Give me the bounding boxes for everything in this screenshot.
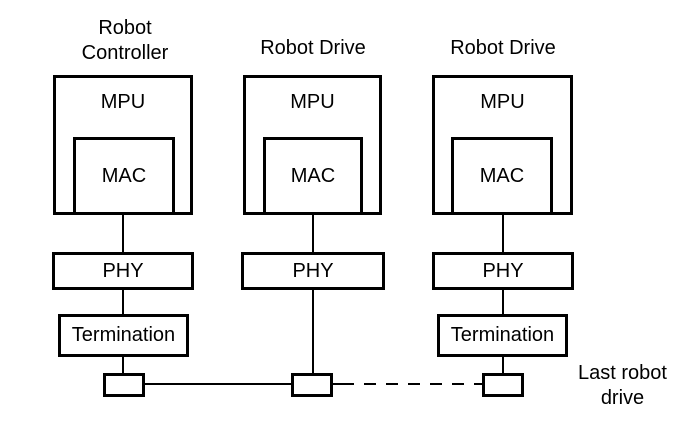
drive2-mpu-box: MPU MAC [432,75,573,215]
controller-termination-label: Termination [71,324,176,346]
robot-controller-title: Robot Controller [45,16,205,66]
bus-line-stub [333,383,342,385]
drive2-phy-termination-line [502,290,504,314]
robot-controller-title-line1: Robot [98,17,152,39]
drive1-mac-label: MAC [290,164,336,187]
robot-drive-2-title: Robot Drive [450,37,556,59]
controller-termination-connector-line [122,355,124,373]
robot-drive-1-title: Robot Drive [260,37,366,59]
drive2-termination-connector-line [502,355,504,373]
controller-phy-box: PHY [52,252,194,290]
drive1-mpu-label: MPU [290,91,335,113]
controller-phy-label: PHY [102,259,144,282]
last-robot-drive-label: Last robot drive [560,361,685,411]
robot-controller-title-line2: Controller [81,42,169,64]
last-robot-drive-label-line2: drive [600,387,645,409]
drive1-bus-connector-box [291,373,333,397]
drive2-phy-box: PHY [432,252,574,290]
drive2-mac-box: MAC [451,137,553,215]
drive2-bus-connector-box [482,373,524,397]
controller-mac-label: MAC [101,164,147,187]
controller-termination-box: Termination [58,314,189,357]
controller-mpu-box: MPU MAC [53,75,193,215]
controller-phy-termination-line [122,290,124,314]
last-robot-drive-label-line1: Last robot [578,362,667,384]
bus-line-dashed [342,383,482,385]
controller-bus-connector-box [103,373,145,397]
drive1-phy-label: PHY [292,259,334,282]
controller-mpu-phy-line [122,214,124,252]
drive2-termination-label: Termination [450,324,555,346]
drive2-mpu-label: MPU [480,91,525,113]
drive2-phy-label: PHY [482,259,524,282]
drive1-phy-box: PHY [241,252,385,290]
drive2-mpu-phy-line [502,214,504,252]
bus-line-solid [145,383,291,385]
drive1-phy-connector-line [312,290,314,373]
drive1-mpu-phy-line [312,214,314,252]
drive1-mac-box: MAC [263,137,363,215]
controller-mpu-label: MPU [100,91,146,113]
controller-mac-box: MAC [73,137,175,215]
drive2-mac-label: MAC [479,164,525,187]
drive2-termination-box: Termination [437,314,568,357]
drive1-mpu-box: MPU MAC [243,75,382,215]
